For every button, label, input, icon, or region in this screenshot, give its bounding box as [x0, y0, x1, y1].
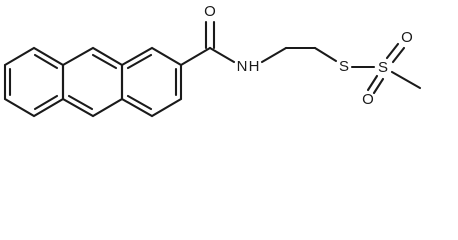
anthracene-right-db1: [126, 53, 153, 70]
carbonyl-oxygen-label: O: [204, 3, 216, 20]
sulfonyl-oxygen-top-label: O: [401, 29, 413, 46]
sulfur-2-label: S: [378, 59, 388, 76]
bond-s2-o-top-b: [391, 46, 406, 64]
side-chain: [179, 20, 422, 95]
bond-s2-to-ch3: [390, 70, 422, 90]
anthracene-right-db3: [126, 94, 153, 111]
sulfonyl-oxygen-bottom-label: O: [362, 91, 374, 108]
final-background: [0, 0, 458, 134]
anthracene-middle-db2: [67, 94, 94, 111]
sulfur-1-label: S: [339, 58, 349, 75]
bond-ring-to-carbonyl: [179, 46, 212, 67]
anthracene-left-db2: [33, 53, 59, 70]
bond-s2-o-top-a: [385, 42, 400, 60]
anthracene-right-ring: [120, 46, 183, 118]
final-chemical-structure: O N H S S O O: [0, 0, 458, 134]
anthracene-rings: [3, 46, 183, 118]
bond-n-to-ch2: [260, 46, 288, 64]
amide-hydrogen-label: H: [249, 58, 260, 75]
anthracene-left-db3: [33, 94, 59, 111]
anthracene-middle-db1: [91, 53, 118, 70]
amide-nitrogen-label: N: [237, 58, 248, 75]
bond-s2-o-bottom-b: [372, 77, 385, 95]
bond-carbonyl-to-n: [208, 46, 236, 64]
atom-labels: O N H S S O O: [204, 3, 413, 108]
bond-s2-o-bottom-a: [366, 74, 379, 92]
bond-ch2-to-s1: [313, 46, 338, 63]
